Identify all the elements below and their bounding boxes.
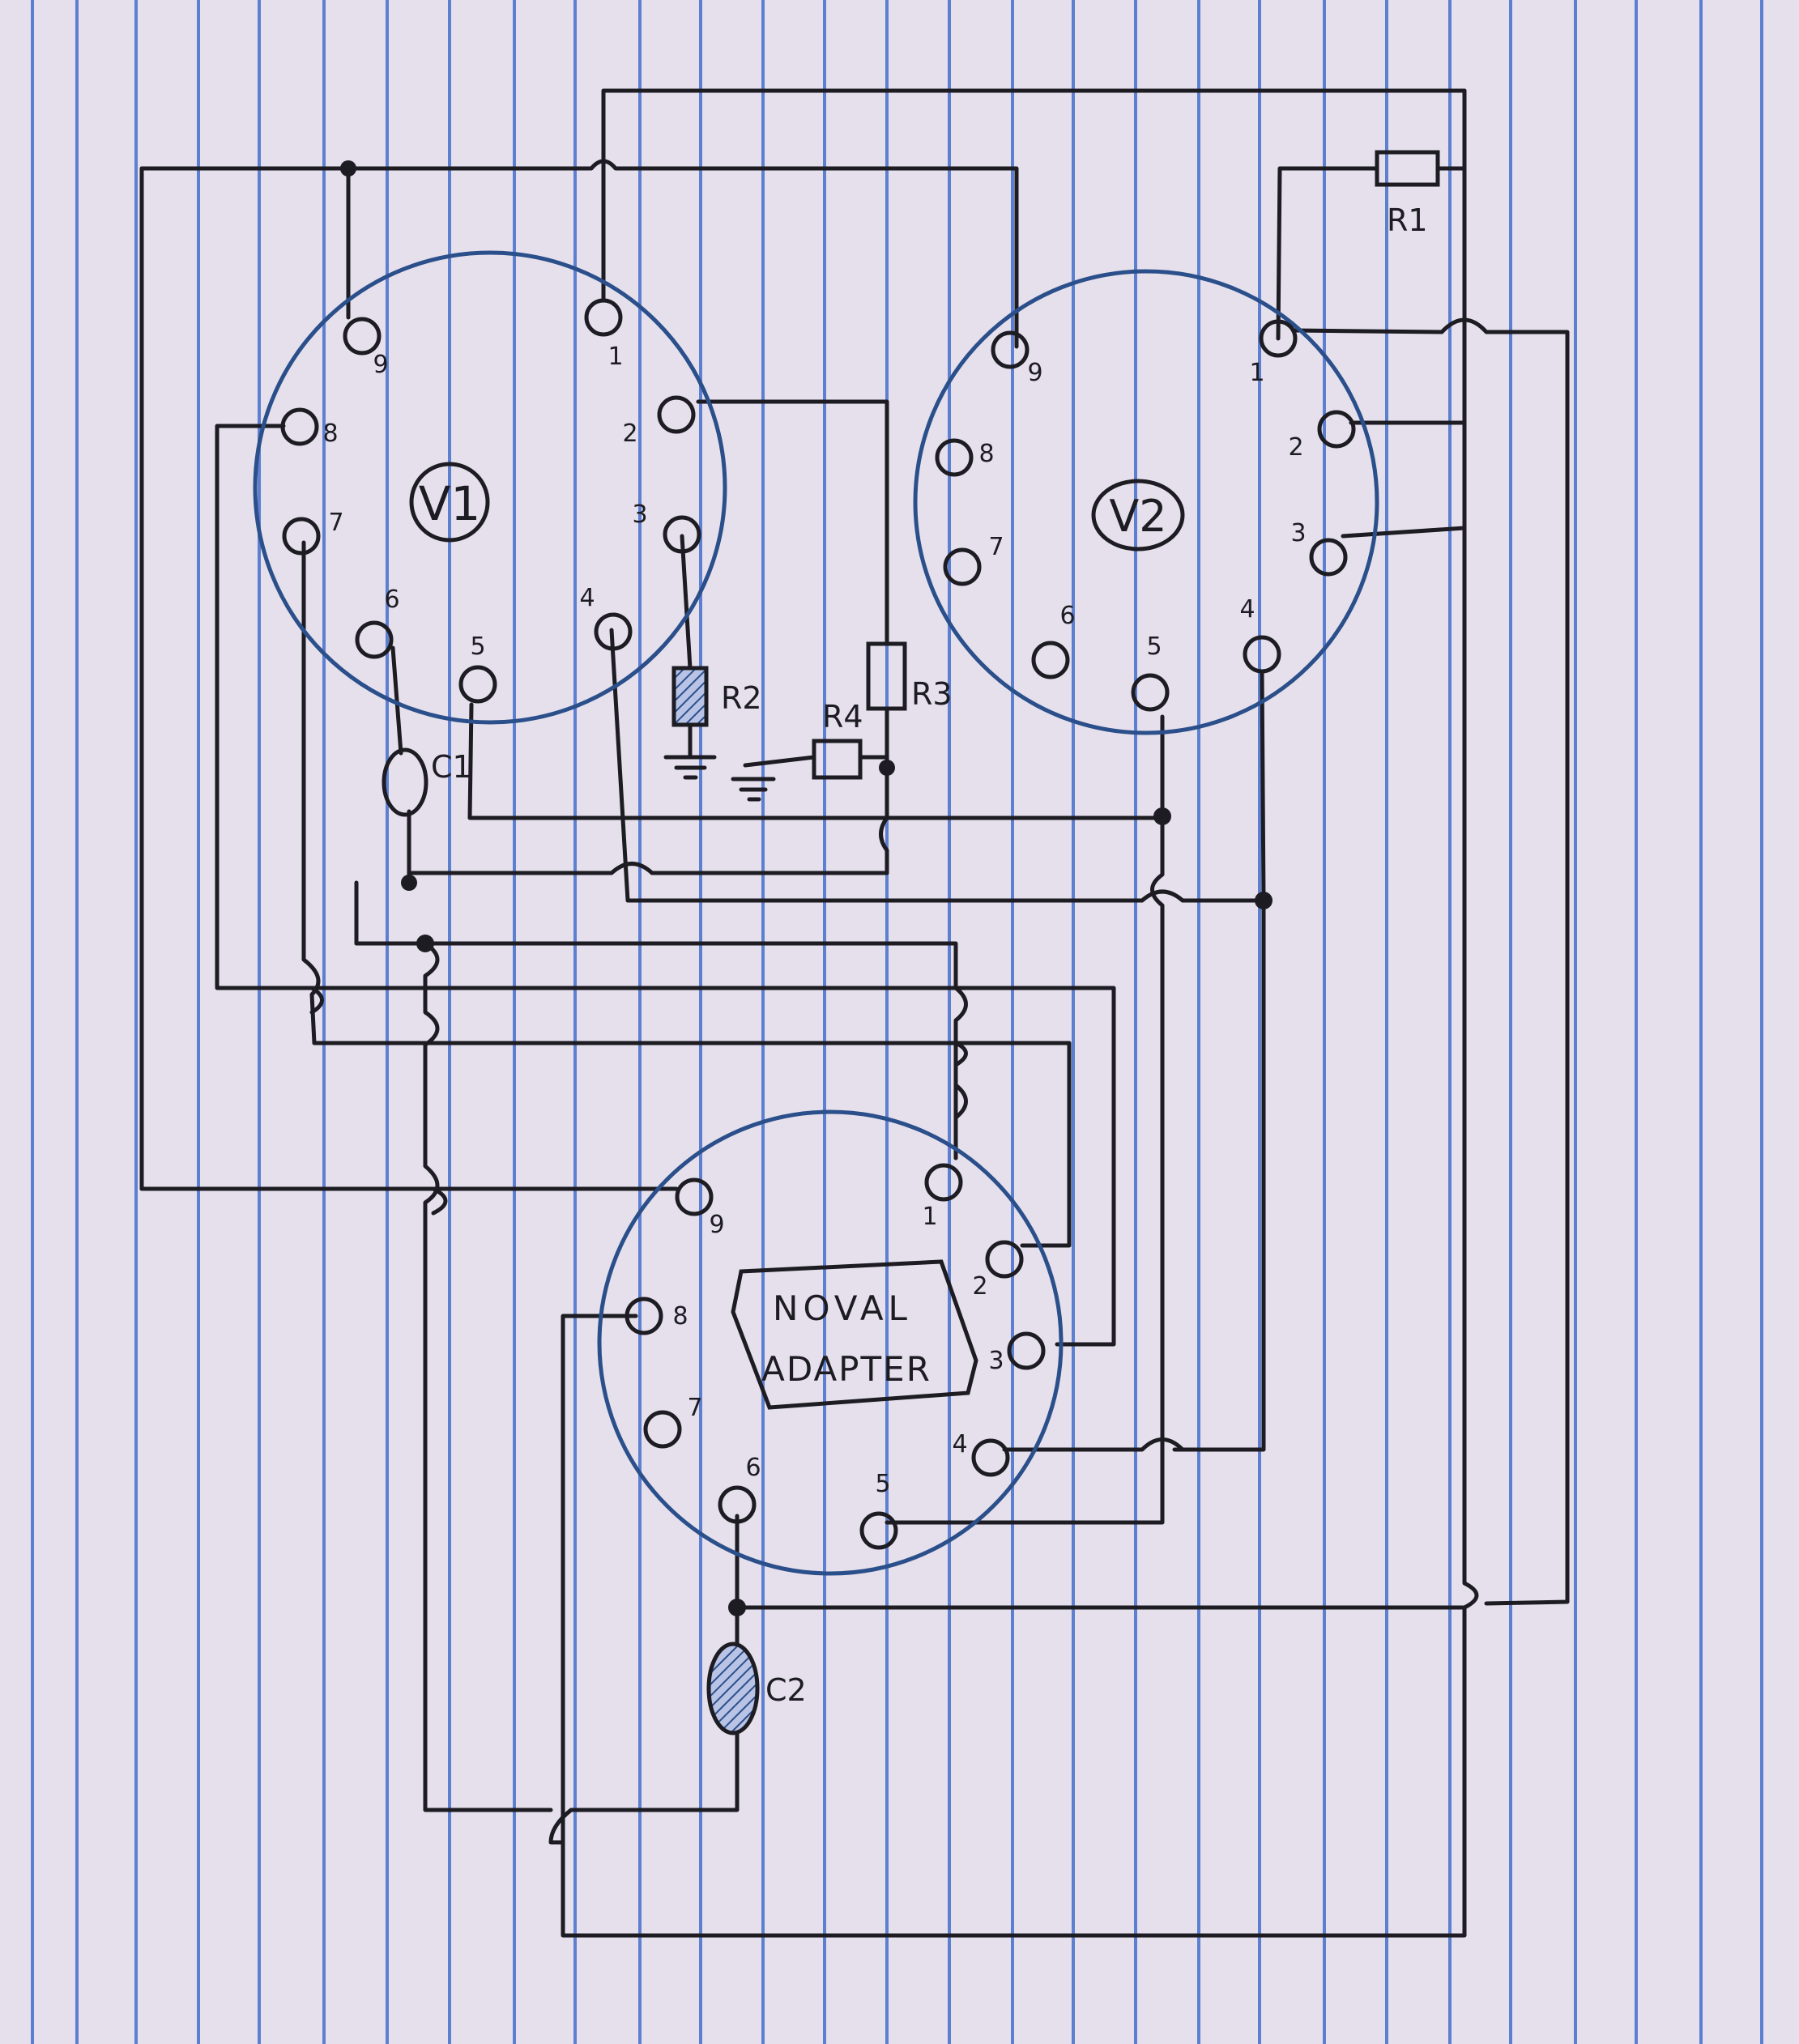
adapter-pin-label: 6 [745,1454,761,1482]
adapter-pin-7 [643,1410,682,1449]
junction-dot [1153,807,1171,825]
v2-pin-label: 6 [1059,602,1075,630]
adapter-pin-label: 5 [875,1470,890,1498]
resistor-r2: R2 [663,666,762,780]
v2-pin-9 [991,330,1030,369]
v2-pin-label: 7 [988,533,1004,561]
adapter-pin-5 [859,1511,898,1550]
ruled-paper-lines [31,0,1763,2044]
junction-dot [728,1599,746,1616]
v1-pin-label: 6 [384,586,399,614]
adapter-pin-4 [971,1438,1010,1477]
socket-v1: 1 2 3 4 5 6 7 8 9 V1 [253,250,727,725]
v2-pin-3 [1309,538,1348,577]
v1-pin-label: 1 [607,343,623,371]
v1-pin-label: 9 [373,351,388,379]
resistor-r4: R4 [731,699,863,802]
v2-label-ring [1091,479,1185,551]
v1-label: V1 [419,476,481,531]
v2-label: V2 [1109,491,1166,542]
junction-dot [1255,892,1273,909]
v1-pin-label: 8 [322,419,338,448]
v2-pin-6 [1031,641,1070,679]
c2-label: C2 [765,1672,807,1708]
v1-pin-4 [594,612,633,651]
socket-noval-adapter: 1 2 3 4 5 6 7 8 9 NOVAL ADAPTER [597,1109,1064,1576]
r4-label: R4 [822,699,863,735]
v2-pin-label: 5 [1146,632,1162,661]
adapter-pin-2 [985,1240,1024,1279]
v1-pin-2 [657,395,696,434]
capacitor-c2: C2 [706,1642,807,1735]
v2-pin-7 [943,547,982,586]
adapter-label-box [731,1259,978,1410]
v1-pin-label: 2 [622,419,637,448]
adapter-pin-6 [718,1485,757,1524]
adapter-pin-label: 1 [922,1203,937,1231]
v2-pin-label: 3 [1290,519,1306,547]
r3-label: R3 [911,676,953,712]
v1-pin-5 [458,665,497,704]
v2-pin-label: 8 [978,440,994,468]
adapter-pin-label: 8 [672,1302,688,1331]
v1-pin-3 [663,515,701,554]
socket-v2: 1 2 3 4 5 6 7 8 9 V2 [913,269,1379,735]
adapter-pin-label: 7 [687,1394,702,1422]
v2-pin-label: 9 [1027,359,1042,387]
v2-pin-1 [1259,319,1298,358]
v1-pin-label: 7 [328,509,343,537]
v2-pin-2 [1317,410,1356,449]
v1-pin-label: 3 [632,500,647,529]
junction-dot [401,875,417,891]
r2-label: R2 [721,680,762,716]
adapter-pin-label: 2 [972,1272,987,1301]
adapter-pin-9 [675,1177,714,1216]
resistor-r3: R3 [866,641,953,712]
v1-label-ring [409,462,490,543]
adapter-pin-label: 9 [709,1211,724,1239]
adapter-pin-3 [1007,1331,1046,1370]
v1-pin-1 [584,298,623,337]
v2-pin-label: 2 [1288,433,1303,462]
capacitor-c1: C1 [382,747,472,817]
v1-pin-6 [355,620,394,659]
r1-label: R1 [1387,202,1428,238]
adapter-label-line2: ADAPTER [761,1349,931,1389]
resistor-r1: R1 [1375,150,1440,238]
junction-dot [416,935,434,952]
junction-dot [879,760,895,776]
v1-pin-8 [280,407,319,446]
v1-pin-label: 4 [579,584,595,612]
v2-pin-label: 1 [1249,359,1264,387]
v2-pin-4 [1243,635,1281,674]
v1-pin-7 [282,517,321,556]
adapter-pin-label: 4 [952,1430,967,1458]
adapter-pin-1 [924,1163,963,1202]
junction-dots [340,160,1273,1616]
wires [139,88,1570,1938]
v2-pin-8 [935,438,974,477]
adapter-pin-label: 3 [988,1347,1004,1375]
junction-dot [340,160,356,177]
adapter-label-line1: NOVAL [773,1288,912,1328]
v2-pin-label: 4 [1239,595,1255,624]
v2-pin-5 [1131,673,1170,712]
v1-pin-label: 5 [470,632,485,661]
v1-pin-9 [343,317,382,356]
c1-label: C1 [431,749,472,785]
adapter-pin-8 [625,1297,663,1335]
